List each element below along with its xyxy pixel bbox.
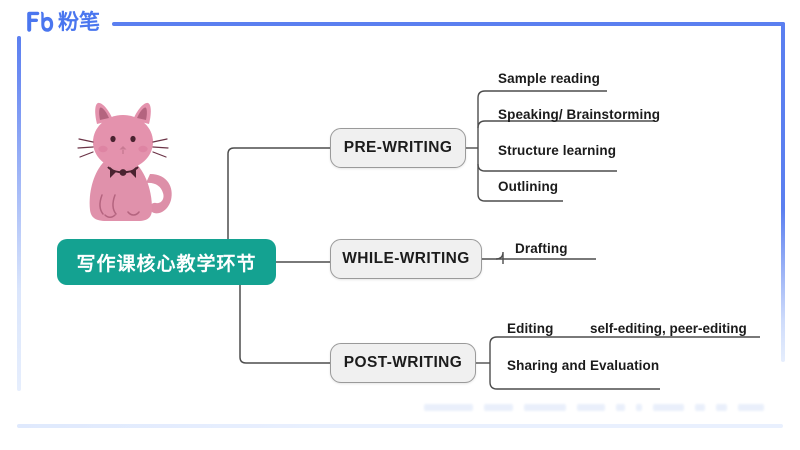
branch-label-post-writing: POST-WRITING (343, 354, 463, 371)
leaf-sharing-and-evaluation[interactable]: Sharing and Evaluation (507, 358, 660, 373)
branch-node-post-writing[interactable]: POST-WRITING (330, 343, 476, 383)
leaf-editing[interactable]: Editing (507, 321, 554, 336)
brand-name: 粉笔 (58, 10, 100, 34)
branch-label-pre-writing: PRE-WRITING (343, 139, 453, 156)
faded-chip (737, 403, 764, 411)
leaf-sample-reading[interactable]: Sample reading (498, 71, 600, 86)
mindmap-center-node[interactable]: 写作课核心教学环节 (57, 239, 276, 285)
frame-top-line (112, 22, 785, 26)
brand-logo: 粉笔 (24, 8, 100, 36)
faded-chip (576, 403, 605, 411)
branch-label-while-writing: WHILE-WRITING (342, 250, 470, 267)
faded-chip (652, 403, 685, 411)
leaf-structure-learning[interactable]: Structure learning (498, 143, 617, 158)
fenbi-logo-icon (27, 11, 54, 32)
faded-chip (715, 403, 727, 411)
faded-chip (615, 403, 625, 411)
frame-left-line (17, 36, 21, 391)
leaf-drafting[interactable]: Drafting (515, 241, 568, 256)
branch-node-while-writing[interactable]: WHILE-WRITING (330, 239, 482, 279)
leaf-outlining[interactable]: Outlining (498, 179, 559, 194)
frame-right-line (781, 22, 785, 362)
branch-node-pre-writing[interactable]: PRE-WRITING (330, 128, 466, 168)
faded-chip (524, 403, 566, 411)
faded-chip (695, 403, 705, 411)
pink-cat-illustration (77, 102, 172, 221)
center-node-label: 写作课核心教学环节 (76, 253, 257, 275)
faded-chip (483, 403, 514, 411)
faded-chip (635, 403, 642, 411)
faded-chip (424, 403, 473, 411)
leaf-editing-note: self-editing, peer-editing (590, 321, 747, 336)
leaf-speaking-brainstorming[interactable]: Speaking/ Brainstorming (498, 107, 661, 122)
frame-bottom-line (17, 424, 783, 428)
faded-bottom-strip (424, 400, 764, 414)
